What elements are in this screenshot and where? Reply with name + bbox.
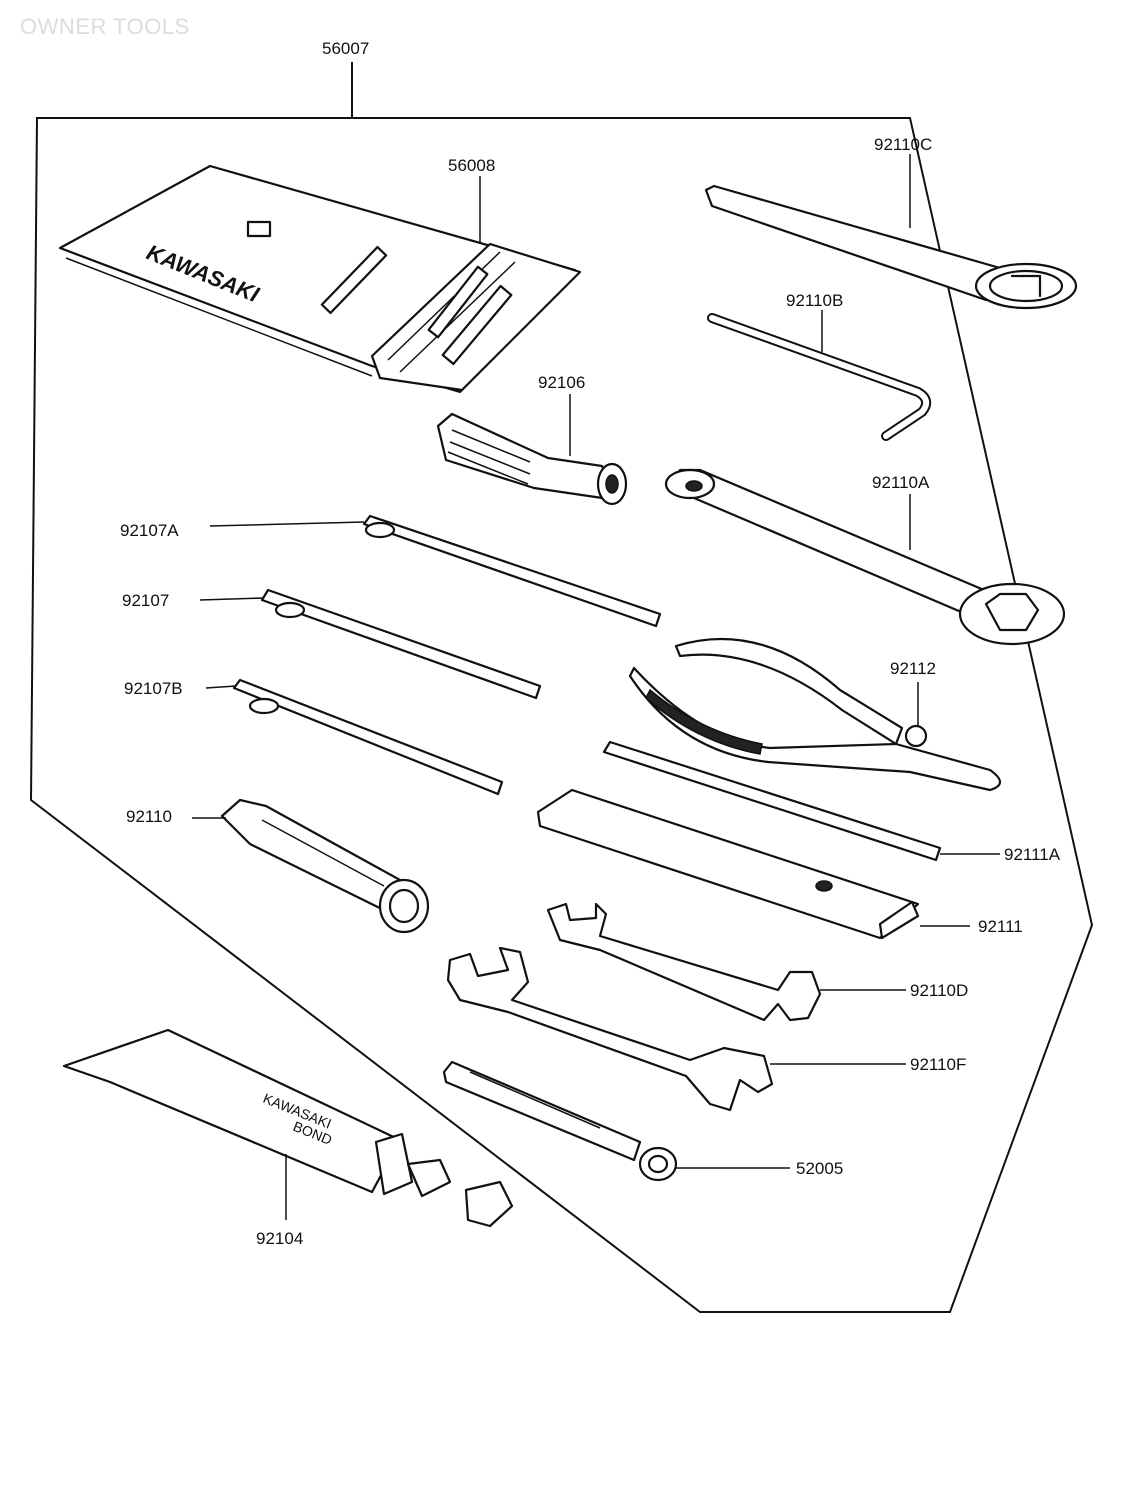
leader-92107A <box>209 521 365 527</box>
part-label-92110B: 92110B <box>786 291 843 310</box>
part-label-92106: 92106 <box>538 373 585 392</box>
screwdriver-92107B <box>232 678 504 796</box>
part-label-92111: 92111 <box>978 917 1023 936</box>
socket-wrench-92110 <box>220 798 430 934</box>
part-label-92104: 92104 <box>256 1229 303 1248</box>
open-wrench-92110F <box>446 946 774 1112</box>
pliers-92112 <box>628 637 1002 792</box>
part-label-92111A: 92111A <box>1004 845 1061 864</box>
part-label-92110D: 92110D <box>910 981 968 1000</box>
tool-bag: KAWASAKI <box>58 164 582 394</box>
leader-92107B <box>205 685 237 689</box>
plug-wrench-52005 <box>442 1060 678 1182</box>
bar-92111A <box>602 740 942 862</box>
screwdriver-92107A <box>362 514 662 628</box>
hex-key-92110B <box>707 313 932 441</box>
part-label-52005: 52005 <box>796 1159 843 1178</box>
kit-boundary <box>29 117 1094 1313</box>
screwdriver-handle-92106 <box>436 412 628 506</box>
box-wrench-92110A <box>664 468 1066 646</box>
part-label-92110C: 92110C <box>874 135 932 154</box>
open-wrench-92110D <box>546 902 822 1022</box>
part-label-92112: 92112 <box>890 659 936 678</box>
part-label-92107A: 92107A <box>120 521 179 540</box>
part-label-56008: 56008 <box>448 156 495 175</box>
part-label-92107: 92107 <box>122 591 169 610</box>
part-label-92110A: 92110A <box>872 473 930 492</box>
flat-spanner-92110C <box>704 184 1078 310</box>
bond-tube-92104: KAWASAKI BOND <box>62 1028 514 1228</box>
part-label-92110: 92110 <box>126 807 172 826</box>
part-label-92110F: 92110F <box>910 1055 966 1074</box>
leader-92107 <box>199 597 265 601</box>
part-label-92107B: 92107B <box>124 679 183 698</box>
kit-part-label: 56007 <box>322 39 369 58</box>
page-title: OWNER TOOLS <box>20 14 190 39</box>
screwdriver-92107 <box>260 588 542 700</box>
flat-bar-92111 <box>536 788 920 940</box>
